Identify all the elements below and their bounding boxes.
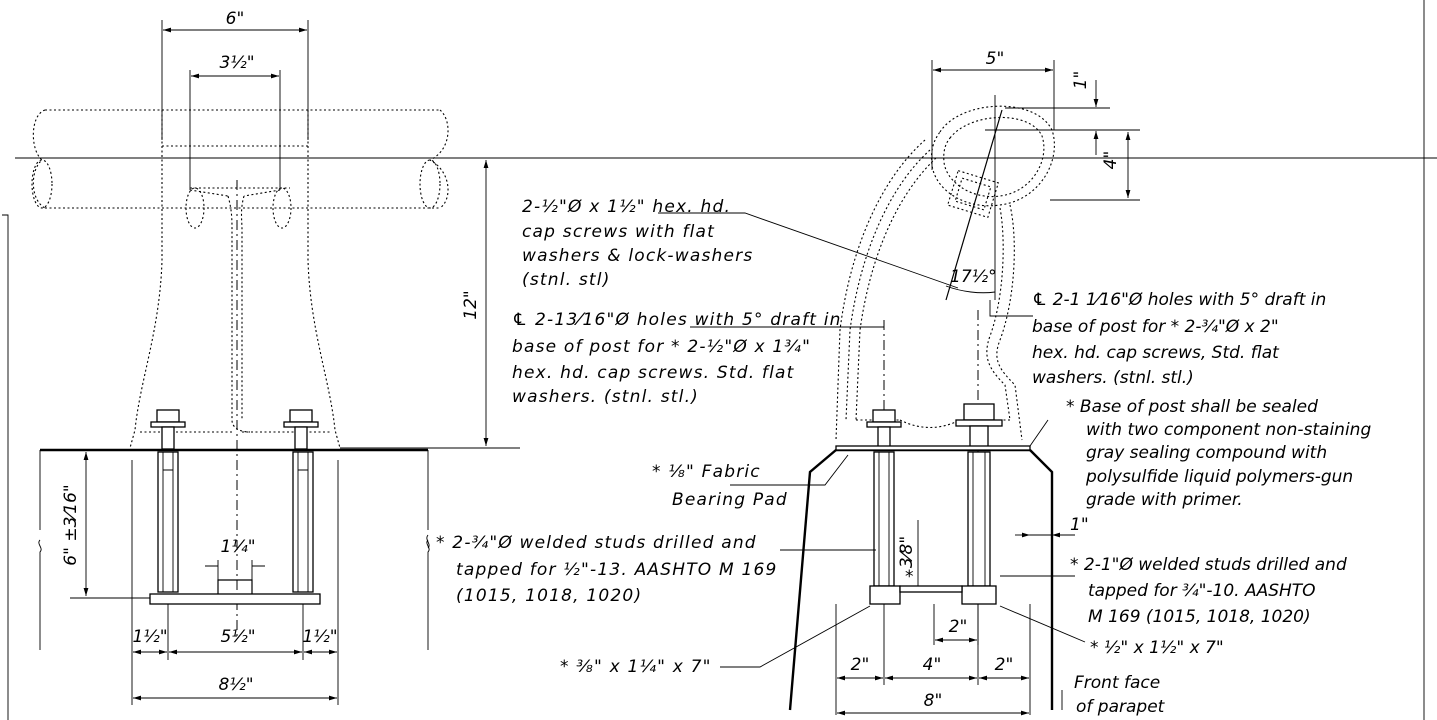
note-cap-screws: 2-½"Ø x 1½" hex. hd. cap screws with fla… xyxy=(522,197,753,290)
right-rail-outline xyxy=(930,105,1055,219)
dim-right-1-and-4: 1" 4" xyxy=(985,71,1140,201)
dim-side-1: 1" xyxy=(1015,515,1089,538)
dim-5-5-label: 5½" xyxy=(220,627,255,647)
dim-plate-1-25: 1¼" xyxy=(205,537,265,580)
dim-6-label: 6" xyxy=(226,9,245,29)
dim-3-5-label: 3½" xyxy=(219,53,254,73)
dim-left-6: 6" xyxy=(161,9,309,140)
note-right-studs-line-1: * 2-1"Ø welded studs drilled and xyxy=(1070,555,1347,575)
note-bearing-pad: * ⅛" Fabric Bearing Pad xyxy=(652,462,788,510)
note-left-studs-line-3: (1015, 1018, 1020) xyxy=(456,586,642,606)
angle-label: 17½° xyxy=(950,267,997,287)
dim-stud-3-8: 3⁄8" * xyxy=(897,520,919,587)
right-base-plates xyxy=(869,585,997,605)
note-cap-screws-line-4: (stnl. stl) xyxy=(522,270,611,290)
dim-2-b-label: 2" xyxy=(995,655,1014,675)
dim-5-label: 5" xyxy=(986,49,1005,69)
left-elevation: 6" 3½" 12" 6" ±3⁄16" 1¼" xyxy=(2,9,1437,720)
left-base-plate xyxy=(149,579,321,605)
dim-right-5: 5" xyxy=(931,49,1055,170)
note-right-holes-line-4: washers. (stnl. stl.) xyxy=(1032,368,1194,388)
left-studs xyxy=(157,451,314,593)
left-rail-outline xyxy=(31,109,449,229)
note-sealing-line-5: grade with primer. xyxy=(1086,490,1243,510)
dim-embed-6: 6" ±3⁄16" xyxy=(61,452,150,599)
note-front-face: Front face of parapet xyxy=(1074,673,1166,717)
dim-8-label: 8" xyxy=(924,691,943,711)
dim-1-label: 1" xyxy=(1071,71,1091,90)
note-right-studs: * 2-1"Ø welded studs drilled and tapped … xyxy=(1070,555,1347,627)
dim-right-bottom-row: 2" 4" 2" 8" xyxy=(835,604,1031,716)
dim-2-a-label: 2" xyxy=(851,655,870,675)
note-left-holes: ℄ 2-13⁄16"Ø holes with 5° draft in base … xyxy=(512,310,842,407)
dim-2-label: 2" xyxy=(949,617,968,637)
note-sealing-line-1: * Base of post shall be sealed xyxy=(1066,397,1318,417)
note-sealing-line-4: polysulfide liquid polymers-gun xyxy=(1085,467,1353,487)
leader-lines xyxy=(658,212,1086,710)
dim-stud-2: 2" xyxy=(933,604,979,645)
outer-border-left xyxy=(2,214,9,720)
angle-arc xyxy=(945,285,996,294)
note-front-face-line-2: of parapet xyxy=(1076,697,1166,717)
dim-1-5-a-label: 1½" xyxy=(132,627,167,647)
dim-height-12: 12" xyxy=(340,160,520,449)
note-left-studs-line-2: tapped for ½"-13. AASHTO M 169 xyxy=(456,560,778,580)
right-post-outline xyxy=(835,139,1023,441)
dim-1-5-b-label: 1½" xyxy=(302,627,337,647)
left-bolt-heads xyxy=(150,409,319,450)
note-sealing-line-3: gray sealing compound with xyxy=(1086,443,1327,463)
note-cap-screws-line-3: washers & lock-washers xyxy=(522,246,753,266)
dim-3-8-label: 3⁄8" xyxy=(897,536,917,568)
star-mark: * xyxy=(905,567,914,587)
note-left-studs-break xyxy=(426,534,430,549)
note-bearing-pad-line-2: Bearing Pad xyxy=(672,490,788,510)
dim-8-5-label: 8½" xyxy=(218,675,253,695)
note-front-face-line-1: Front face xyxy=(1074,673,1160,693)
note-right-plate: * ½" x 1½" x 7" xyxy=(1090,638,1224,658)
bearing-pad xyxy=(835,445,1031,451)
note-right-holes-line-2: base of post for * 2-¾"Ø x 2" xyxy=(1032,317,1279,337)
left-concrete-edge xyxy=(38,450,42,650)
note-left-holes-line-3: hex. hd. cap screws. Std. flat xyxy=(512,363,795,383)
note-sealing: * Base of post shall be sealed with two … xyxy=(1066,397,1371,510)
note-left-studs: * 2-¾"Ø welded studs drilled and tapped … xyxy=(426,533,778,606)
note-right-holes: ℄ 2-1 1⁄16"Ø holes with 5° draft in base… xyxy=(1032,290,1326,388)
dim-embed-label: 6" ±3⁄16" xyxy=(61,484,81,565)
note-cap-screws-line-2: cap screws with flat xyxy=(522,222,715,242)
note-right-holes-line-3: hex. hd. cap screws, Std. flat xyxy=(1032,343,1280,363)
note-right-studs-line-2: tapped for ¾"-10. AASHTO xyxy=(1088,581,1316,601)
dim-1-25-label: 1¼" xyxy=(220,537,255,557)
note-left-holes-line-2: base of post for * 2-½"Ø x 1¾" xyxy=(512,337,811,357)
dim-4-bottom-label: 4" xyxy=(923,655,942,675)
right-post-axis-line xyxy=(945,109,1003,301)
note-left-holes-line-1: ℄ 2-13⁄16"Ø holes with 5° draft in xyxy=(512,310,842,330)
left-post-outline xyxy=(129,110,341,449)
note-cap-screws-line-1: 2-½"Ø x 1½" hex. hd. xyxy=(522,197,731,217)
right-bolt-heads xyxy=(866,403,1003,450)
note-right-studs-line-3: M 169 (1015, 1018, 1020) xyxy=(1088,607,1311,627)
dim-side-1-label: 1" xyxy=(1070,515,1089,535)
note-sealing-line-2: with two component non-staining xyxy=(1086,420,1371,440)
right-section: 5" 1" 4" 17½° 1" 3⁄8" * xyxy=(788,0,1425,720)
dim-left-3-5: 3½" xyxy=(189,53,281,190)
dim-12-label: 12" xyxy=(461,290,481,319)
note-left-plate: * ⅜" x 1¼" x 7" xyxy=(560,657,712,677)
note-right-holes-line-1: ℄ 2-1 1⁄16"Ø holes with 5° draft in xyxy=(1032,290,1326,310)
dim-left-bottom-row: 1½" 5½" 1½" 8½" xyxy=(131,460,339,705)
left-concrete-edge-right xyxy=(426,450,430,650)
note-bearing-pad-line-1: * ⅛" Fabric xyxy=(652,462,761,482)
note-left-holes-line-4: washers. (stnl. stl.) xyxy=(512,387,699,407)
right-studs xyxy=(873,451,991,587)
note-left-studs-line-1: * 2-¾"Ø welded studs drilled and xyxy=(436,533,757,553)
dim-4-label: 4" xyxy=(1101,151,1121,170)
